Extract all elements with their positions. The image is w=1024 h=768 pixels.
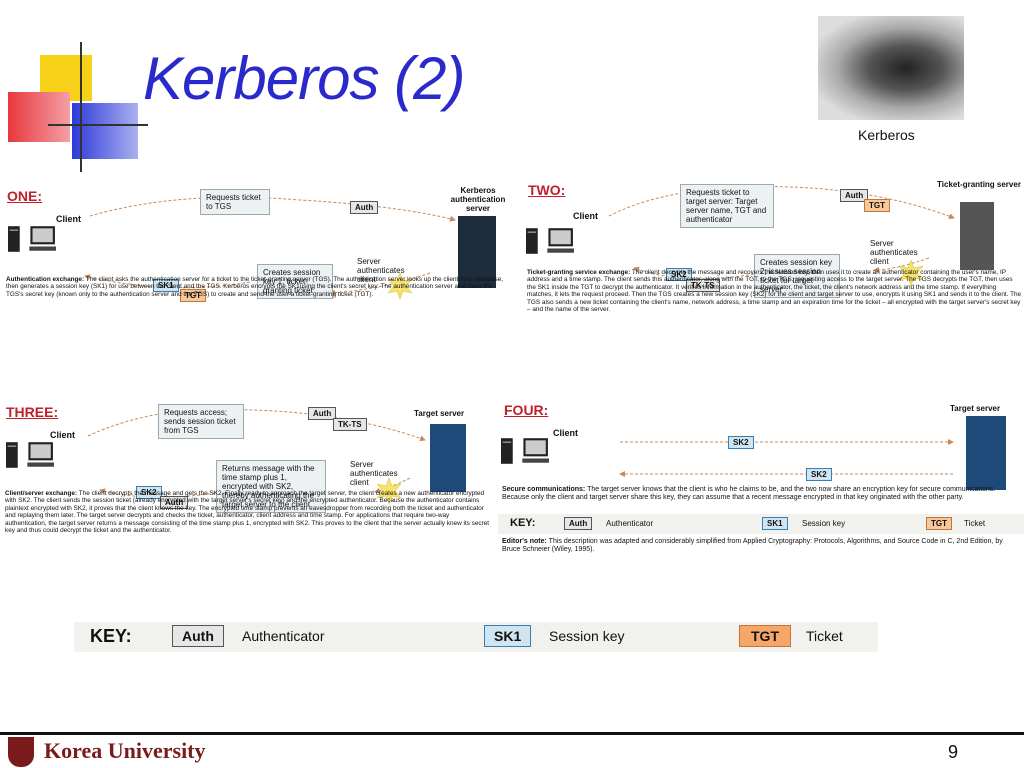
key-auth-tag: Auth — [172, 625, 224, 647]
four-target-server-icon — [966, 416, 1006, 490]
one-request-note: Requests ticket to TGS — [200, 189, 270, 215]
page-number: 9 — [948, 742, 959, 762]
one-description: Authentication exchange: The client asks… — [6, 276, 504, 298]
step-one-heading: ONE: — [7, 188, 42, 204]
three-target-server-icon — [430, 424, 466, 492]
two-description: Ticket-granting service exchange: The cl… — [527, 269, 1022, 314]
kerberos-image — [818, 16, 964, 120]
key-sk1-text: Session key — [549, 628, 625, 644]
step-two-heading: TWO: — [528, 182, 566, 198]
four-key-tgt-text: Ticket — [964, 519, 986, 528]
four-sk2-tag-out: SK2 — [728, 436, 754, 449]
key-tgt-tag: TGT — [739, 625, 791, 647]
decor-vertical-line — [80, 42, 82, 172]
key-label: KEY: — [90, 626, 132, 646]
footer-divider — [0, 732, 1024, 735]
three-server-label: Target server — [414, 409, 465, 418]
one-auth-tag: Auth — [350, 201, 379, 214]
three-return-note: Returns message with the time stamp plus… — [216, 460, 326, 513]
four-key-auth-text: Authenticator — [606, 519, 654, 528]
two-client-label: Client — [573, 211, 599, 221]
footer-university-name: Korea University — [44, 738, 206, 763]
key-tgt-text: Ticket — [806, 628, 843, 644]
two-server-label: Ticket-granting server — [937, 180, 1021, 189]
panel-two: TWO: Client Requests ticket to target se… — [524, 178, 1024, 350]
four-server-label: Target server — [950, 404, 1001, 413]
two-ticket-server-icon — [960, 202, 994, 270]
three-client-label: Client — [50, 430, 76, 440]
two-create-note: Creates session key 2; issues session ti… — [754, 254, 840, 298]
four-editor-note: Editor's note: This description was adap… — [502, 538, 1003, 553]
three-description: Client/server exchange: The client decry… — [5, 490, 490, 535]
decor-horizontal-line — [48, 124, 148, 126]
two-auth-tag: Auth — [840, 189, 869, 202]
panel-one: ONE: Client Requests ticket to TGS Auth … — [0, 178, 520, 350]
one-server-authenticates: Server authenticates client — [357, 257, 405, 284]
panel-three: THREE: Client Requests access; sends ses… — [0, 398, 495, 568]
one-starburst-icon — [387, 273, 413, 299]
two-tgt-tag: TGT — [864, 199, 890, 212]
four-key-tgt: TGT — [926, 517, 952, 530]
four-sk2-tag-in: SK2 — [806, 468, 832, 481]
four-description: Secure communications: The target server… — [502, 486, 996, 501]
two-server-authenticates: Server authenticates client — [870, 239, 918, 266]
three-sk2-tag: SK2 — [136, 486, 162, 499]
one-tgt-tag: TGT — [180, 289, 206, 302]
panel-four-arrows — [619, 439, 954, 477]
three-auth2-tag: Auth — [160, 496, 189, 509]
decor-red-square — [8, 92, 70, 142]
three-auth-tag: Auth — [308, 407, 337, 420]
key-legend: KEY: Auth Authenticator SK1 Session key … — [74, 622, 878, 652]
university-seal-icon — [8, 737, 34, 767]
three-starburst-icon — [376, 478, 402, 504]
three-tkts-tag: TK-TS — [333, 418, 367, 431]
four-key-auth: Auth — [564, 517, 593, 530]
step-four-heading: FOUR: — [504, 402, 549, 418]
kerberos-image-caption: Kerberos — [858, 127, 915, 143]
one-server-label: Kerberos authentication server — [450, 186, 506, 213]
step-three-heading: THREE: — [6, 404, 59, 420]
three-request-note: Requests access; sends session ticket fr… — [158, 404, 244, 439]
one-client-computer-icon — [8, 226, 56, 252]
key-sk1-tag: SK1 — [484, 625, 532, 647]
four-key-label: KEY: — [510, 517, 536, 529]
two-starburst-icon — [898, 260, 924, 286]
two-sk2-tag: SK2 — [666, 268, 692, 281]
four-key-sk1: SK1 — [762, 517, 788, 530]
four-client-label: Client — [553, 428, 579, 438]
one-create-note: Creates session key 1, ticket-granting t… — [257, 264, 333, 299]
two-tkts-tag: TK-TS — [686, 279, 720, 292]
four-key-bar: KEY: Auth Authenticator SK1 Session key … — [498, 514, 1024, 534]
panel-four: FOUR: Client Target server SK2 SK2 Secur… — [498, 398, 1024, 563]
two-request-note: Requests ticket to target server: Target… — [680, 184, 774, 228]
decor-blue-square — [72, 103, 138, 159]
two-client-computer-icon — [526, 228, 574, 254]
one-sk1-tag: SK1 — [153, 279, 179, 292]
three-client-computer-icon — [6, 442, 54, 468]
four-client-computer-icon — [501, 438, 549, 464]
one-kerberos-server-icon — [458, 216, 496, 288]
four-key-sk1-text: Session key — [802, 519, 846, 528]
slide-title: Kerberos (2) — [143, 45, 465, 112]
one-client-label: Client — [56, 214, 82, 224]
three-server-authenticates: Server authenticates client — [350, 460, 398, 487]
key-auth-text: Authenticator — [242, 628, 325, 644]
